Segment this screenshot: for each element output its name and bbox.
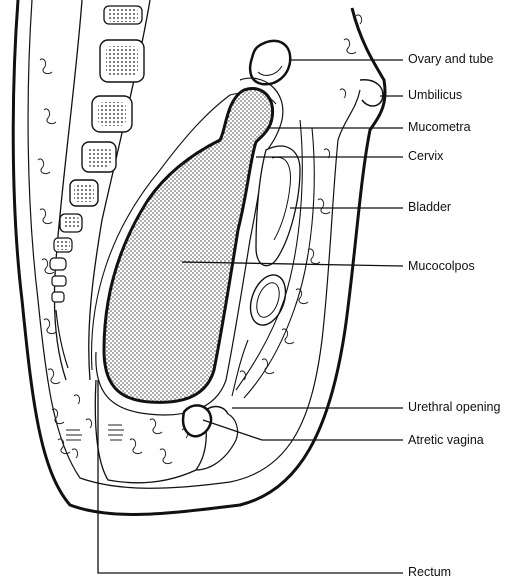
label-atretic-vagina: Atretic vagina bbox=[408, 433, 484, 447]
rectum-texture bbox=[66, 419, 188, 464]
umbilicus bbox=[360, 80, 383, 106]
label-mucometra: Mucometra bbox=[408, 120, 471, 134]
pubic-bone bbox=[244, 270, 292, 330]
label-rectum: Rectum bbox=[408, 565, 451, 579]
bladder bbox=[256, 146, 300, 266]
label-umbilicus: Umbilicus bbox=[408, 88, 462, 102]
label-mucocolpos: Mucocolpos bbox=[408, 259, 475, 273]
label-ovary-and-tube: Ovary and tube bbox=[408, 52, 493, 66]
label-bladder: Bladder bbox=[408, 200, 451, 214]
label-cervix: Cervix bbox=[408, 149, 443, 163]
leader-atretic bbox=[203, 420, 403, 440]
leader-rectum bbox=[98, 380, 403, 573]
label-urethral-opening: Urethral opening bbox=[408, 400, 500, 414]
ovary-and-tube bbox=[250, 41, 290, 84]
